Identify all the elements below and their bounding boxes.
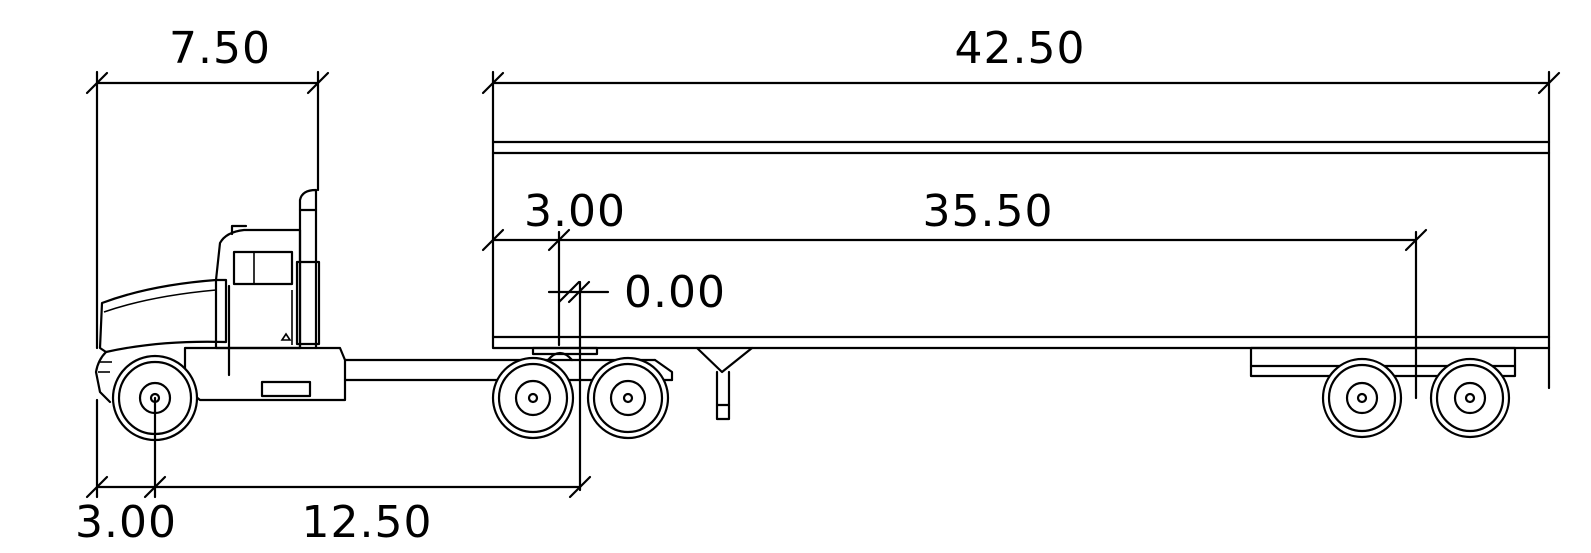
dim-label-kingpin-setback: 3.00 — [524, 186, 626, 237]
bumper — [94, 350, 112, 404]
dimension-trailer-length: 42.50 — [481, 23, 1561, 144]
drive-wheel-1 — [491, 356, 575, 440]
trailer-rear-wheel-1 — [1321, 357, 1403, 439]
cab-roof-light — [230, 224, 248, 236]
exhaust-stack — [295, 188, 321, 350]
dim-label-fifth-wheel-offset: 0.00 — [624, 267, 726, 318]
drive-wheel-2 — [586, 356, 670, 440]
hood — [98, 278, 228, 354]
dim-label-kingpin-to-axle: 35.50 — [923, 186, 1054, 237]
landing-gear — [695, 346, 754, 421]
fifth-wheel — [531, 346, 599, 362]
trailer-rear-wheel-2 — [1429, 357, 1511, 439]
hood-line — [103, 289, 217, 313]
dim-label-front-overhang: 3.00 — [75, 497, 177, 548]
dimension-bottom: 3.00 12.50 — [75, 396, 592, 548]
dimension-fifth-wheel-offset: 0.00 — [547, 267, 726, 492]
dimension-kingpin: 3.00 35.50 — [481, 186, 1428, 400]
fuel-tank — [183, 346, 347, 402]
trailer — [491, 140, 1551, 439]
dim-label-cab-length: 7.50 — [169, 23, 271, 74]
dimension-cab-length: 7.50 — [85, 23, 330, 350]
dim-label-trailer-length: 42.50 — [955, 23, 1086, 74]
cab — [214, 224, 302, 377]
trailer-body — [491, 140, 1551, 350]
dim-label-wheelbase: 12.50 — [302, 497, 433, 548]
cab-window — [232, 250, 294, 286]
